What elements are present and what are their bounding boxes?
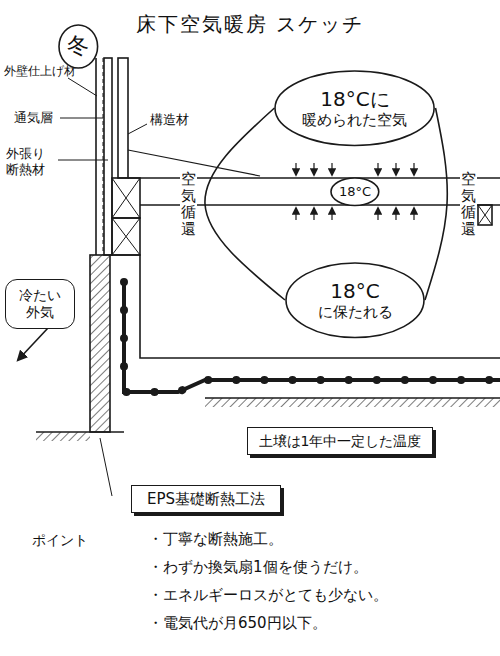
- node-text: に保たれる: [318, 303, 393, 321]
- leader-line: [68, 78, 97, 96]
- node-text: 18°C: [318, 279, 393, 303]
- cold-air-arrow: [18, 328, 48, 360]
- foundation-wall: [90, 255, 110, 432]
- sill-beam: [112, 218, 140, 255]
- cold-air-box: 冷たい 外気: [5, 279, 75, 329]
- up-arrows: [296, 208, 414, 220]
- node-content: 冬: [67, 33, 89, 59]
- leader-line: [128, 124, 147, 134]
- node-content: 18°C: [339, 184, 371, 200]
- part-label: 外張り 断熱材: [6, 146, 53, 179]
- heat-arrow: [377, 208, 378, 220]
- node-content: 18°Cに保たれる: [318, 279, 393, 321]
- floor-temp-oval: 18°C: [330, 177, 380, 206]
- node-text: 土壌は1年中一定した温度: [259, 433, 422, 450]
- floor-beam: [112, 178, 140, 218]
- heat-arrow: [331, 208, 332, 220]
- node-text: 18°C: [339, 184, 371, 200]
- structural-board: [118, 58, 128, 178]
- leader-line: [60, 118, 103, 119]
- circulation-arc: [205, 108, 285, 300]
- beam-cross: [112, 178, 140, 218]
- heat-arrow: [395, 208, 396, 220]
- exterior-finish-line: [95, 58, 97, 255]
- underfloor-air-ellipse: 18°Cに保たれる: [285, 262, 425, 339]
- heat-arrow: [413, 208, 414, 220]
- heat-arrow: [395, 163, 396, 175]
- beam-cross: [112, 218, 140, 255]
- edge-label: 空気循還: [460, 169, 477, 239]
- ellipse-shape: [286, 263, 424, 338]
- node-text: 冬: [67, 33, 89, 59]
- point-note: ・電気代が月650円以下。: [148, 614, 327, 633]
- point-note: ・わずか換気扇1個を使うだけ。: [148, 558, 368, 577]
- node-text: 暖められた空気: [302, 111, 407, 129]
- part-label: 外壁仕上げ材: [4, 64, 76, 79]
- foundation-inner-line: [110, 255, 500, 358]
- ellipse-shape: [59, 25, 98, 68]
- heat-arrow: [295, 208, 296, 220]
- part-label: 構造材: [150, 112, 189, 128]
- ellipse-shape: [275, 71, 434, 146]
- part-label: 通気層: [14, 110, 53, 126]
- heat-arrow: [313, 208, 314, 220]
- leader-line: [58, 160, 108, 161]
- ground-hatch: [205, 398, 500, 407]
- soil-note-box: 土壌は1年中一定した温度: [247, 427, 434, 456]
- season-circle: 冬: [58, 24, 99, 69]
- circulation-arc: [425, 108, 447, 300]
- joist: [478, 205, 492, 225]
- ellipse-shape: [331, 178, 379, 205]
- edge-label: 空気循還: [180, 169, 197, 239]
- point-note: ・丁寧な断熱施工。: [148, 530, 283, 549]
- node-content: 土壌は1年中一定した温度: [259, 433, 422, 450]
- warm-air-ellipse: 18°Cに暖められた空気: [274, 70, 435, 147]
- node-content: 18°Cに暖められた空気: [302, 87, 407, 129]
- method-box: EPS基礎断熱工法: [131, 485, 281, 513]
- heat-arrow: [413, 163, 414, 175]
- points-heading: ポイント: [32, 532, 88, 550]
- joist-cross: [478, 205, 492, 225]
- node-text: EPS基礎断熱工法: [147, 490, 265, 508]
- down-arrows: [296, 163, 414, 175]
- insulation-board: [104, 58, 112, 255]
- node-content: EPS基礎断熱工法: [147, 490, 265, 508]
- point-note: ・エネルギーロスがとても少ない。: [148, 586, 388, 605]
- heat-arrow: [377, 163, 378, 175]
- node-text: 冷たい 外気: [15, 287, 65, 321]
- heat-arrow: [313, 163, 314, 175]
- heat-arrow: [331, 163, 332, 175]
- outside-ground-hatch: [36, 432, 90, 441]
- heat-arrow: [295, 163, 296, 175]
- node-text: 18°Cに: [302, 87, 407, 111]
- node-content: 冷たい 外気: [15, 287, 65, 321]
- leader-line: [100, 438, 112, 496]
